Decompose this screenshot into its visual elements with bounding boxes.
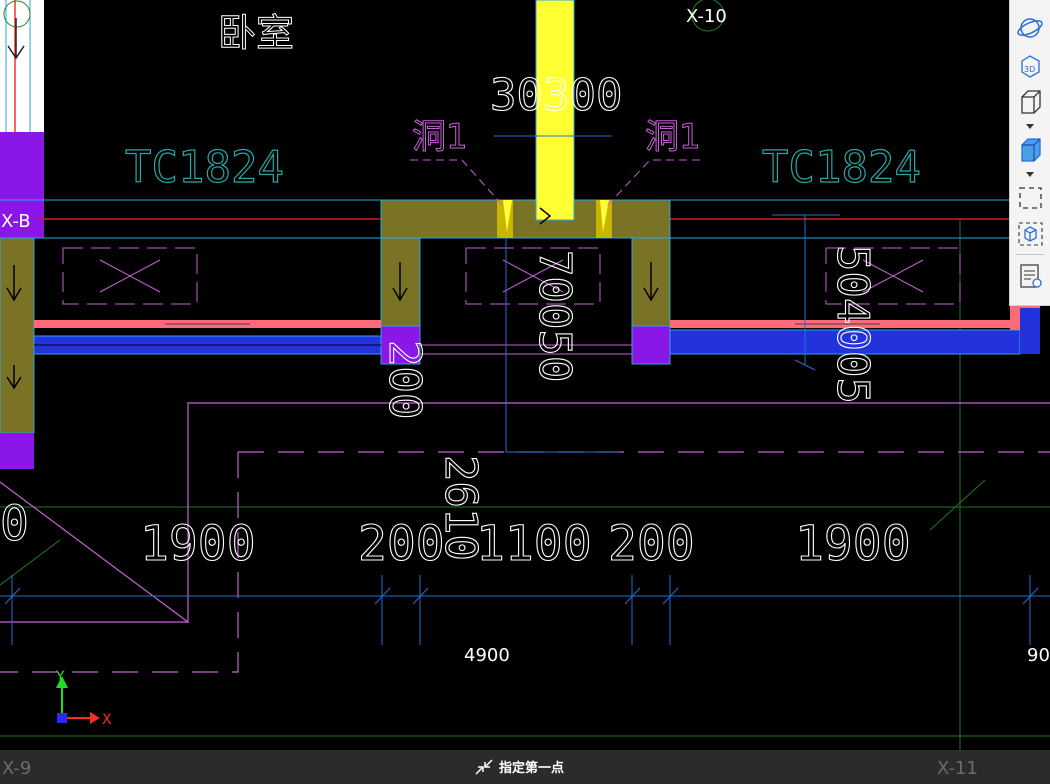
beam-blue-right [669, 329, 1021, 355]
ucs-icon: Y X [55, 669, 112, 728]
window-tag-left: TC1824 [125, 142, 284, 193]
dim-vertical-mid: 2610 [435, 455, 486, 561]
dim-top-text: 30300 [490, 70, 622, 121]
status-axis-left: X-9 [2, 758, 32, 779]
grid-lines [0, 220, 1050, 750]
svg-text:3D: 3D [1024, 65, 1035, 74]
ucs-y-label: Y [55, 669, 65, 685]
dim-200-right: 200 [608, 516, 695, 572]
hole-label-left: 洞1 [412, 117, 468, 157]
dim-1900-right: 1900 [795, 516, 911, 572]
orbit-icon[interactable] [1016, 14, 1045, 42]
properties-list-icon[interactable] [1016, 262, 1045, 290]
select-box-icon[interactable] [1016, 184, 1045, 212]
dimension-lines [0, 135, 1050, 645]
pick-point-icon [475, 758, 493, 775]
dim-vertical-center: 70050 [529, 250, 580, 382]
dim-left-partial: 0 [0, 496, 29, 552]
axis-label-xb: X-B [1, 211, 31, 232]
command-prompt-text: 指定第一点 [499, 761, 565, 776]
dim-1900-left: 1900 [140, 516, 256, 572]
ucs-x-label: X [102, 712, 112, 728]
column-left-bottom [0, 433, 34, 469]
dim-200-left: 200 [358, 516, 445, 572]
yellow-column [535, 0, 575, 221]
dim-right-partial-text: 90 [1027, 645, 1050, 666]
isolate-cube-icon[interactable] [1016, 220, 1045, 248]
dim-1100: 1100 [476, 516, 592, 572]
view-dropdown-caret[interactable] [1026, 124, 1034, 129]
window-tag-right: TC1824 [762, 142, 921, 193]
dim-vertical-right: 504005 [827, 245, 878, 404]
window-symbol-center [465, 247, 601, 305]
command-status-bar: X-9 指定第一点 X-11 [0, 750, 1050, 784]
wall-white-strip [0, 0, 44, 132]
wall-left [0, 237, 35, 434]
cube-wireframe-icon[interactable] [1016, 88, 1045, 116]
dim-vertical-left: 200 [379, 340, 430, 419]
command-prompt: 指定第一点 [474, 757, 564, 776]
cube-shaded-icon[interactable] [1016, 136, 1045, 164]
column-center-right [631, 325, 671, 365]
toolbar-separator [1016, 254, 1045, 255]
window-symbol-right [825, 247, 961, 305]
wall-center-beam [380, 199, 671, 239]
axis-label-x10: X-10 [686, 6, 727, 27]
view-toolbar: 3D [1009, 0, 1050, 306]
axis-bubble [3, 0, 31, 28]
window-symbol-left [62, 247, 198, 305]
view-3d-icon[interactable]: 3D [1016, 52, 1045, 80]
shade-dropdown-caret[interactable] [1026, 172, 1034, 177]
room-outline [0, 402, 1050, 673]
hole-label-right: 洞1 [645, 117, 701, 157]
status-axis-right: X-11 [937, 758, 978, 779]
room-label-bedroom: 卧室 [218, 11, 294, 55]
dim-total-text: 4900 [464, 645, 510, 666]
